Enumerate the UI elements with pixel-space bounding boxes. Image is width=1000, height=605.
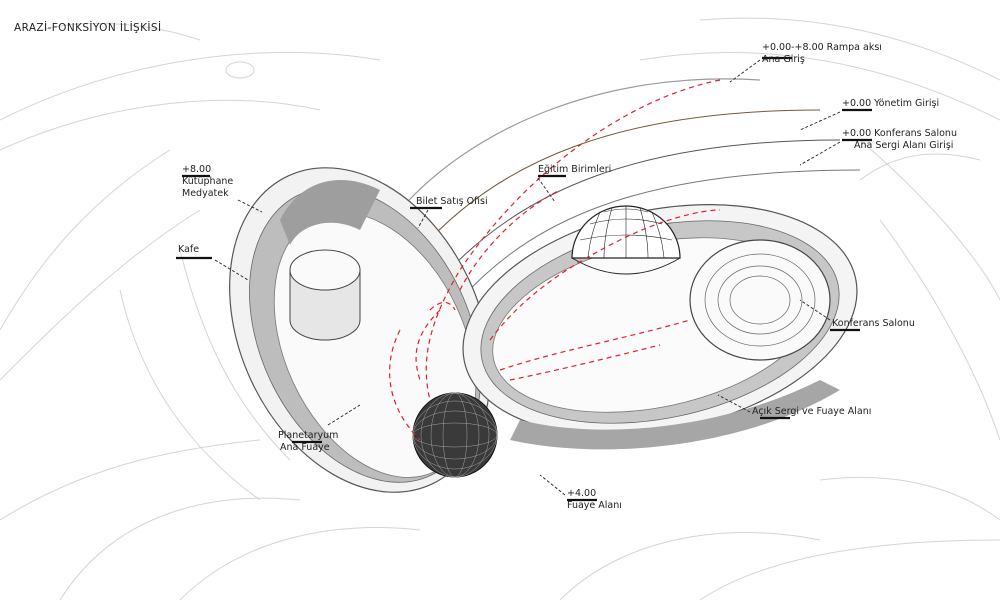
label-kafe: Kafe — [178, 244, 199, 256]
label-konferans-salonu: Konferans Salonu — [832, 318, 915, 330]
label-kutuphane-line2: Kütüphane — [182, 176, 234, 187]
label-konferans-giris: +0.00 Konferans Salonu Ana Sergi Alanı G… — [842, 128, 957, 152]
label-bilet: Bilet Satış Ofisi — [416, 196, 488, 208]
label-underlines — [176, 56, 872, 502]
education-dome — [571, 205, 681, 275]
site-context-lines — [0, 17, 1000, 601]
label-kutuphane-line3: Medyatek — [182, 188, 229, 199]
label-planetaryum-line1: Planetaryum — [278, 430, 339, 441]
label-egitim-line1: Eğitim Birimleri — [538, 164, 612, 175]
label-rampa-line2: Ana Giriş — [762, 54, 805, 65]
label-rampa-line1: +0.00-+8.00 Rampa aksı — [762, 42, 882, 53]
label-planetaryum: Planetaryum Ana Fuaye — [278, 430, 338, 454]
label-konferans-giris-line2: Ana Sergi Alanı Girişi — [854, 140, 954, 151]
label-fuaye-line2: Fuaye Alanı — [567, 500, 622, 511]
label-kutuphane: +8.00 Kütüphane Medyatek — [182, 164, 233, 200]
label-yonetim-line1: +0.00 Yönetim Girişi — [842, 98, 940, 109]
planetarium-dome — [412, 392, 498, 478]
library-cylinder — [289, 249, 361, 341]
conference-hall — [689, 239, 831, 361]
label-bilet-line1: Bilet Satış Ofisi — [416, 196, 488, 207]
ramp-structure — [399, 78, 861, 301]
label-kafe-line1: Kafe — [178, 244, 200, 255]
diagram-title: ARAZİ-FONKSİYON İLİŞKİSİ — [14, 22, 162, 34]
label-fuaye-line1: +4.00 — [567, 488, 597, 499]
label-rampa: +0.00-+8.00 Rampa aksı Ana Giriş — [762, 42, 882, 66]
label-egitim: Eğitim Birimleri — [538, 164, 611, 176]
label-konferans-giris-line1: +0.00 Konferans Salonu — [842, 128, 957, 139]
label-konferans-salonu-line1: Konferans Salonu — [832, 318, 915, 329]
label-acik-sergi-line1: Açık Sergi ve Fuaye Alanı — [752, 406, 872, 417]
label-acik-sergi: Açık Sergi ve Fuaye Alanı — [752, 406, 871, 418]
label-planetaryum-line2: Ana Fuaye — [280, 442, 330, 453]
label-kutuphane-line1: +8.00 — [182, 164, 212, 175]
circulation-paths — [389, 79, 721, 441]
leader-lines — [214, 59, 841, 496]
label-yonetim: +0.00 Yönetim Girişi — [842, 98, 939, 110]
label-fuaye: +4.00 Fuaye Alanı — [567, 488, 622, 512]
